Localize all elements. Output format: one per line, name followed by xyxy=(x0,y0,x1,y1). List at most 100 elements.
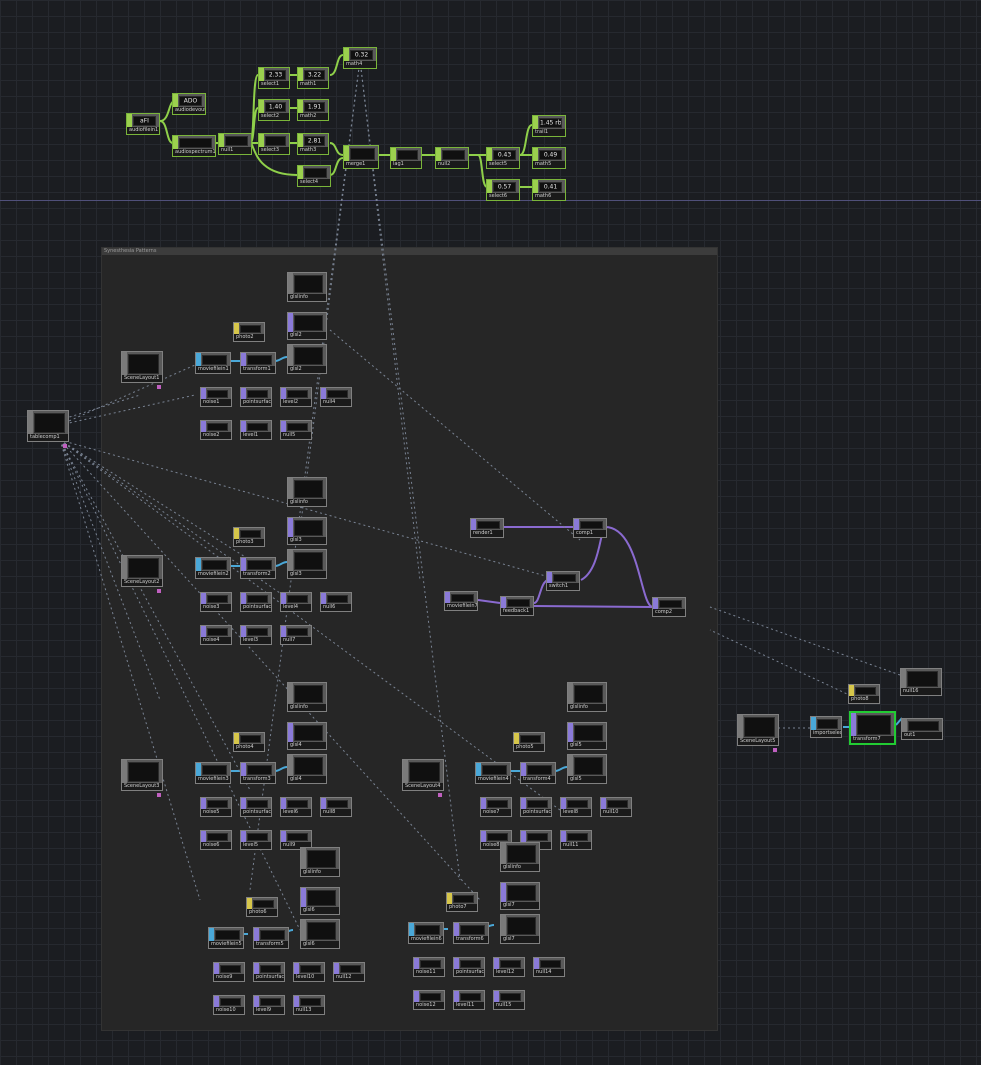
chop-audiodevout1[interactable]: ADOaudiodevout1 xyxy=(172,93,206,115)
import-node[interactable]: moviefilein3 xyxy=(195,762,231,784)
transform-node[interactable]: transform4 xyxy=(520,762,556,784)
glsl-info-node[interactable]: glslinfo xyxy=(300,847,340,877)
photo-node[interactable]: photo5 xyxy=(513,732,545,752)
glsl-info-node[interactable]: glslinfo xyxy=(567,682,607,712)
level-node[interactable]: level4 xyxy=(280,592,312,612)
photo-node[interactable]: photo3 xyxy=(233,527,265,547)
null-node[interactable]: null16 xyxy=(900,668,942,696)
level-node[interactable]: level6 xyxy=(280,797,312,817)
noise-node[interactable]: noise11 xyxy=(413,957,445,977)
chop-select4[interactable]: select4 xyxy=(297,165,331,187)
chop-merge1[interactable]: merge1 xyxy=(343,145,379,169)
level-node[interactable]: level11 xyxy=(453,990,485,1010)
pointsurface-node[interactable]: pointsurface3 xyxy=(240,797,272,817)
level-node[interactable]: level5 xyxy=(240,830,272,850)
null-node[interactable]: null14 xyxy=(533,957,565,977)
null-node[interactable]: null10 xyxy=(600,797,632,817)
container-sceneE[interactable]: SceneLayout5 xyxy=(737,714,779,746)
level-node[interactable]: level2 xyxy=(280,387,312,407)
pointsurface-node[interactable]: pointsurface2 xyxy=(240,592,272,612)
photo-node[interactable]: photo2 xyxy=(233,322,265,342)
null-node[interactable]: null4 xyxy=(320,387,352,407)
chop-lag1[interactable]: lag1 xyxy=(390,147,422,169)
chop-trail1[interactable]: 1.45 rbcktrail1 xyxy=(532,115,566,137)
glsl-node[interactable]: glsl7 xyxy=(500,882,540,910)
level-node[interactable]: level12 xyxy=(493,957,525,977)
top-output-node[interactable]: glsl6 xyxy=(300,919,340,949)
top-output-node[interactable]: glsl3 xyxy=(287,549,327,579)
top-output-node[interactable]: glsl2 xyxy=(287,344,327,374)
transform-node[interactable]: transform5 xyxy=(253,927,289,949)
glsl-node[interactable]: glsl6 xyxy=(300,887,340,915)
noise-node[interactable]: noise10 xyxy=(213,995,245,1015)
null-node[interactable]: null7 xyxy=(280,625,312,645)
import-node[interactable]: moviefilein6 xyxy=(408,922,444,944)
level-node[interactable]: level3 xyxy=(240,625,272,645)
glsl-info-node[interactable]: glslinfo xyxy=(287,682,327,712)
chop-null2[interactable]: null2 xyxy=(435,147,469,169)
container-tablechop[interactable]: tablecomp1 xyxy=(27,410,69,442)
pointsurface-node[interactable]: pointsurface1 xyxy=(240,387,272,407)
photo-node[interactable]: photo8 xyxy=(848,684,880,704)
import-node[interactable]: importselect1 xyxy=(810,716,842,738)
null-node[interactable]: null12 xyxy=(333,962,365,982)
import-node[interactable]: moviefilein4 xyxy=(475,762,511,784)
top-output-node[interactable]: glsl5 xyxy=(567,754,607,784)
noise-node[interactable]: noise7 xyxy=(480,797,512,817)
photo-node[interactable]: photo6 xyxy=(246,897,278,917)
level-node[interactable]: level10 xyxy=(293,962,325,982)
movie-node[interactable]: moviefilein7 xyxy=(444,591,478,611)
pointsurface-node[interactable]: pointsurface6 xyxy=(453,957,485,977)
noise-node[interactable]: noise2 xyxy=(200,420,232,440)
container-sceneD[interactable]: SceneLayout4 xyxy=(402,759,444,791)
glsl-node[interactable]: glsl5 xyxy=(567,722,607,750)
transform-node[interactable]: transform6 xyxy=(453,922,489,944)
pointsurface-node[interactable]: pointsurface5 xyxy=(253,962,285,982)
null-node[interactable]: null8 xyxy=(320,797,352,817)
import-node[interactable]: moviefilein1 xyxy=(195,352,231,374)
noise-node[interactable]: noise9 xyxy=(213,962,245,982)
chop-audiospectrum1[interactable]: audiospectrum1 xyxy=(172,135,216,157)
chop-select3[interactable]: select3 xyxy=(258,133,290,155)
out-node[interactable]: out1 xyxy=(901,718,943,740)
null-node[interactable]: null15 xyxy=(493,990,525,1010)
chop-null1[interactable]: null1 xyxy=(218,133,252,155)
null-node[interactable]: null13 xyxy=(293,995,325,1015)
transform-node[interactable]: transform3 xyxy=(240,762,276,784)
pointsurface-node[interactable]: pointsurface4 xyxy=(520,797,552,817)
noise-node[interactable]: noise4 xyxy=(200,625,232,645)
null-node[interactable]: null5 xyxy=(280,420,312,440)
noise-node[interactable]: noise5 xyxy=(200,797,232,817)
transform-node[interactable]: transform2 xyxy=(240,557,276,579)
level-node[interactable]: level1 xyxy=(240,420,272,440)
glsl-node[interactable]: glsl4 xyxy=(287,722,327,750)
switch-node[interactable]: switch1 xyxy=(546,571,580,591)
glsl-info-node[interactable]: glslinfo xyxy=(287,272,327,302)
photo-node[interactable]: photo4 xyxy=(233,732,265,752)
level-node[interactable]: level9 xyxy=(253,995,285,1015)
container-sceneA[interactable]: SceneLayout1 xyxy=(121,351,163,383)
transform-node[interactable]: transform1 xyxy=(240,352,276,374)
level-node[interactable]: level8 xyxy=(560,797,592,817)
top-output-node[interactable]: glsl7 xyxy=(500,914,540,944)
container-sceneC[interactable]: SceneLayout3 xyxy=(121,759,163,791)
comp-node[interactable]: comp2 xyxy=(652,597,686,617)
import-node[interactable]: moviefilein2 xyxy=(195,557,231,579)
feedback-node[interactable]: feedback1 xyxy=(500,596,534,616)
noise-node[interactable]: noise3 xyxy=(200,592,232,612)
comp-node[interactable]: comp1 xyxy=(573,518,607,538)
noise-node[interactable]: noise12 xyxy=(413,990,445,1010)
photo-node[interactable]: photo7 xyxy=(446,892,478,912)
glsl-info-node[interactable]: glslinfo xyxy=(500,842,540,872)
null-node[interactable]: null11 xyxy=(560,830,592,850)
